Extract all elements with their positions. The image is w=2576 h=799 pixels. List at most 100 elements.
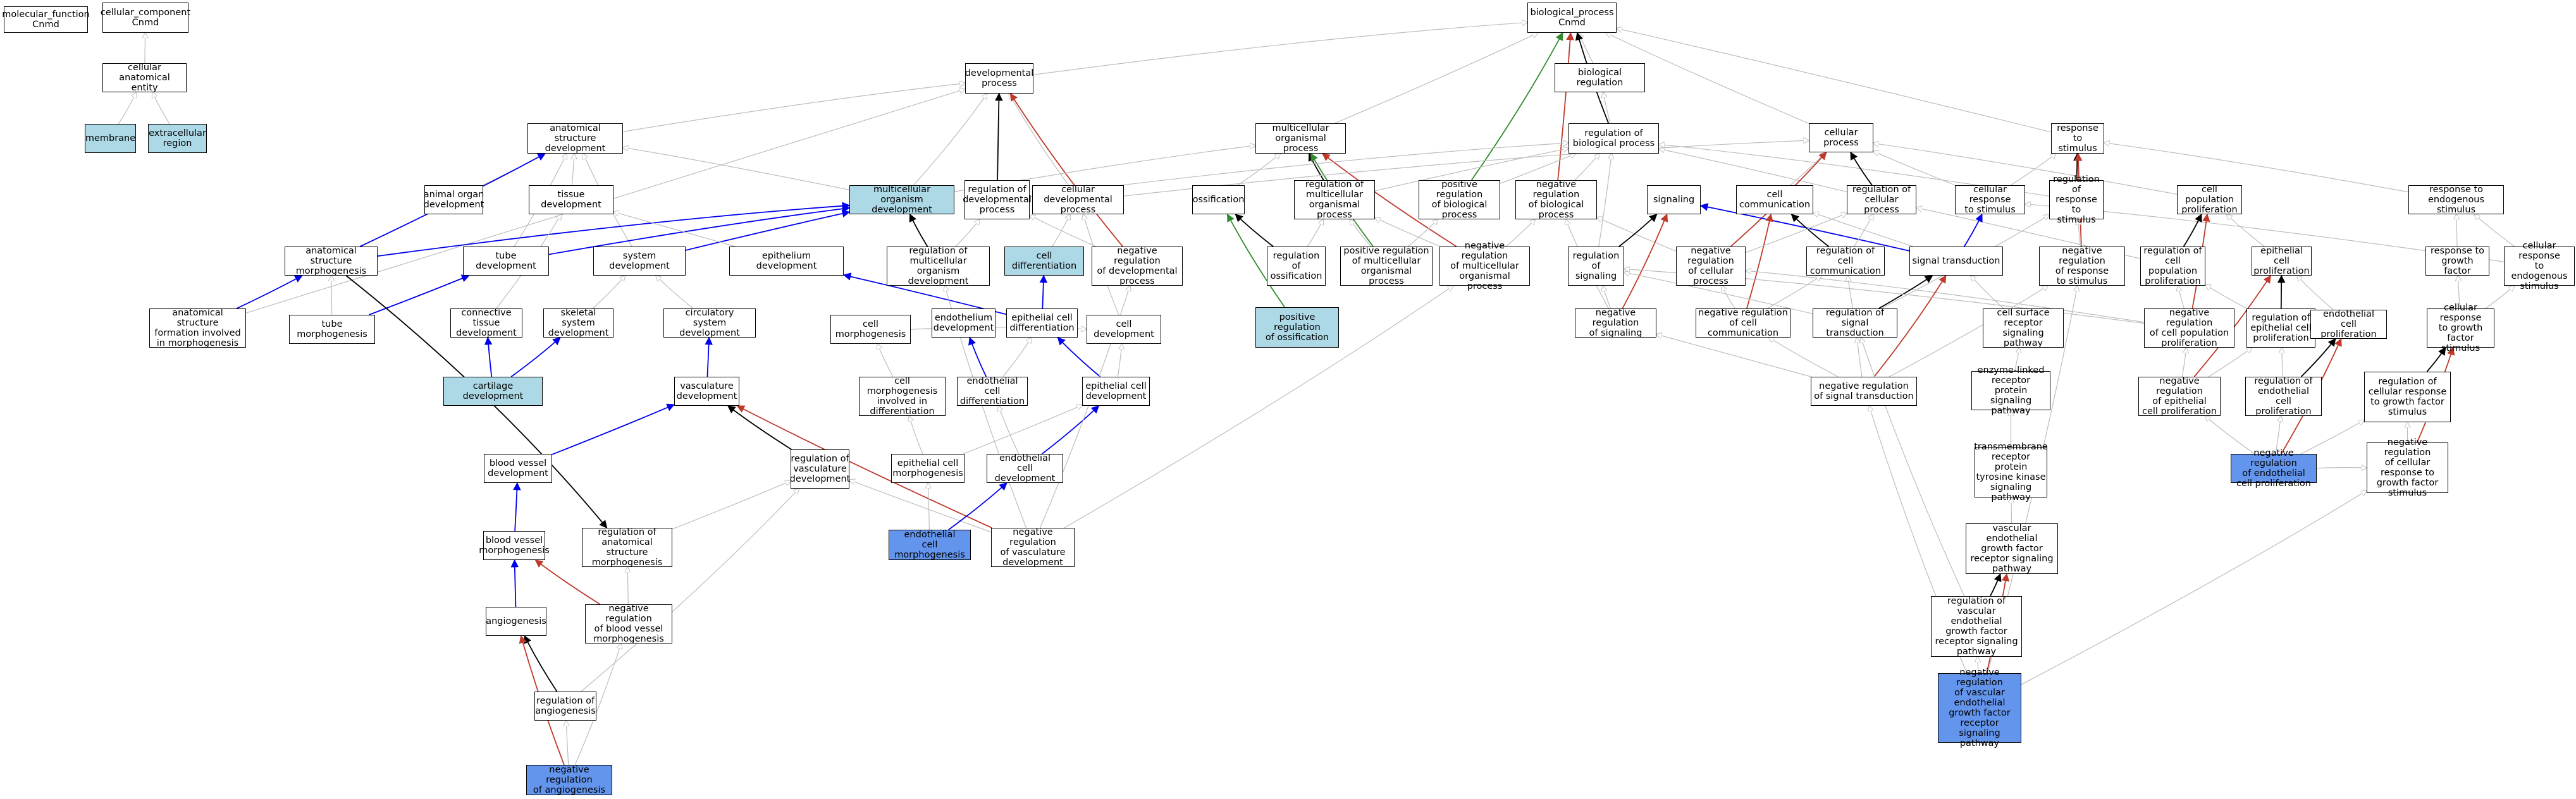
term-node-negregcpp[interactable]: negative regulation of cell population p… xyxy=(2144,308,2234,348)
edge-occurs-in-tubedev-to-mod xyxy=(548,205,851,255)
term-node-regbp[interactable]: regulation of biological process xyxy=(1568,123,1659,154)
term-node-resp[interactable]: response to stimulus xyxy=(2051,123,2104,154)
term-node-regvascdev[interactable]: regulation of vasculature development xyxy=(790,449,850,489)
term-node-negregst[interactable]: negative regulation of signal transducti… xyxy=(1811,377,1917,406)
term-node-cellresp[interactable]: cellular response to stimulus xyxy=(1955,185,2025,215)
term-node-aod[interactable]: animal organ development xyxy=(424,185,484,214)
term-node-regcc[interactable]: regulation of cell communication xyxy=(1806,246,1885,276)
term-node-celldevproc[interactable]: cellular developmental process xyxy=(1032,185,1124,215)
term-node-regcrgf[interactable]: regulation of cellular response to growt… xyxy=(2364,372,2451,422)
term-node-regvegfr[interactable]: regulation of vascular endothelial growt… xyxy=(1931,596,2022,657)
term-node-circdev[interactable]: circulatory system development xyxy=(663,308,756,338)
term-node-devproc[interactable]: developmental process xyxy=(965,63,1033,94)
term-node-endodev[interactable]: endothelium development xyxy=(932,308,995,338)
term-node-cellmorph[interactable]: cell morphogenesis xyxy=(830,315,911,344)
term-node-negregendocp[interactable]: negative regulation of endothelial cell … xyxy=(2231,448,2317,489)
term-node-negregecp[interactable]: negative regulation of epithelial cell p… xyxy=(2138,376,2221,417)
term-node-negregvegfr[interactable]: negative regulation of vascular endothel… xyxy=(1938,668,2021,748)
term-node-regmop[interactable]: regulation of multicellular organismal p… xyxy=(1294,180,1375,220)
term-node-regmod[interactable]: regulation of multicellular organism dev… xyxy=(887,246,990,286)
term-node-signaling[interactable]: signaling xyxy=(1647,185,1701,214)
term-node-negregvascdev[interactable]: negative regulation of vasculature devel… xyxy=(991,527,1075,568)
term-node-negregbvm[interactable]: negative regulation of blood vessel morp… xyxy=(585,604,672,644)
term-node-mod[interactable]: multicellular organism development xyxy=(849,185,954,215)
term-node-cellpop[interactable]: cell population proliferation xyxy=(2177,185,2242,215)
term-node-negregresp[interactable]: negative regulation of response to stimu… xyxy=(2039,246,2125,286)
term-node-regossif[interactable]: regulation of ossification xyxy=(1267,247,1326,286)
term-node-regdev[interactable]: regulation of developmental process xyxy=(963,180,1032,219)
term-node-mf[interactable]: molecular_function Cnmd xyxy=(2,6,90,33)
term-node-endocellprol[interactable]: endothelial cell proliferation xyxy=(2310,309,2387,339)
term-node-angio[interactable]: angiogenesis xyxy=(486,607,546,636)
edge-is-a-regcc-to-regcellproc xyxy=(1854,214,1873,247)
term-node-tubedev[interactable]: tube development xyxy=(463,247,549,276)
edge-is-a-devproc-to-bp xyxy=(1033,22,1527,75)
term-node-asfim[interactable]: anatomical structure formation involved … xyxy=(149,308,246,348)
term-node-cellrespgf[interactable]: cellular response to growth factor stimu… xyxy=(2427,303,2494,353)
term-node-cartdev[interactable]: cartilage development xyxy=(443,377,543,406)
term-node-posregmop[interactable]: positive regulation of multicellular org… xyxy=(1340,246,1433,286)
term-node-negregbp[interactable]: negative regulation of biological proces… xyxy=(1515,180,1597,220)
term-node-regasm[interactable]: regulation of anatomical structure morph… xyxy=(582,527,672,568)
term-node-bvd[interactable]: blood vessel development xyxy=(484,454,552,483)
term-node-regresp[interactable]: regulation of response to stimulus xyxy=(2049,174,2104,225)
edge-occurs-in-cartdev-to-skeldev xyxy=(510,337,561,377)
term-node-ctd[interactable]: connective tissue development xyxy=(450,308,522,338)
term-node-regendocp[interactable]: regulation of endothelial cell prolifera… xyxy=(2245,376,2322,417)
term-node-epicellprol[interactable]: epithelial cell proliferation xyxy=(2252,246,2312,276)
term-node-elrpsp[interactable]: enzyme-linked receptor protein signaling… xyxy=(1971,365,2050,416)
term-node-asd[interactable]: anatomical structure development xyxy=(527,123,623,154)
term-node-celldiff[interactable]: cell differentiation xyxy=(1004,247,1084,276)
term-node-epicelldev[interactable]: epithelial cell development xyxy=(1082,377,1150,406)
term-node-vascdev[interactable]: vasculature development xyxy=(674,377,739,406)
term-node-regst[interactable]: regulation of signal transduction xyxy=(1813,308,1897,338)
term-node-cellproc[interactable]: cellular process xyxy=(1809,123,1873,152)
term-node-epidev[interactable]: epithelium development xyxy=(729,247,844,276)
term-node-regecp[interactable]: regulation of epithelial cell proliferat… xyxy=(2246,308,2315,348)
term-node-celldev[interactable]: cell development xyxy=(1087,315,1161,344)
term-node-endocelldiff[interactable]: endothelial cell differentiation xyxy=(957,376,1028,406)
term-node-tmrptk[interactable]: transmembrane receptor protein tyrosine … xyxy=(1974,442,2048,503)
term-node-sysdev[interactable]: system development xyxy=(593,247,686,276)
term-node-negregcrgf[interactable]: negative regulation of cellular response… xyxy=(2367,437,2448,498)
term-node-negregangio[interactable]: negative regulation of angiogenesis xyxy=(526,765,612,795)
term-node-multi[interactable]: multicellular organismal process xyxy=(1255,123,1346,154)
term-node-tissuedev[interactable]: tissue development xyxy=(529,185,613,214)
term-node-regcpp[interactable]: regulation of cell population proliferat… xyxy=(2140,246,2205,286)
edge-is-a-resp-to-bp xyxy=(1617,28,2052,133)
term-node-regangio[interactable]: regulation of angiogenesis xyxy=(534,692,596,721)
term-node-skeldev[interactable]: skeletal system development xyxy=(543,308,613,338)
term-node-cmid[interactable]: cell morphogenesis involved in different… xyxy=(859,376,946,417)
term-node-epicellmorph[interactable]: epithelial cell morphogenesis xyxy=(891,454,964,483)
term-node-cellcomm[interactable]: cell communication xyxy=(1736,185,1813,214)
term-node-endocelldev[interactable]: endothelial cell development xyxy=(987,453,1063,484)
term-node-ossif[interactable]: ossification xyxy=(1192,185,1245,214)
term-node-negregsig[interactable]: negative regulation of signaling xyxy=(1575,308,1656,338)
term-node-respendo[interactable]: response to endogenous stimulus xyxy=(2408,185,2504,215)
term-node-sigtrans[interactable]: signal transduction xyxy=(1909,247,2003,276)
term-node-respgf[interactable]: response to growth factor xyxy=(2425,246,2489,276)
term-node-negregcp[interactable]: negative regulation of cellular process xyxy=(1676,246,1746,286)
term-node-asm[interactable]: anatomical structure morphogenesis xyxy=(285,246,378,276)
term-node-membrane[interactable]: membrane xyxy=(85,124,136,153)
term-node-extracell[interactable]: extracellular region xyxy=(148,124,207,153)
edge-is-a-celldiff-to-celldevproc xyxy=(1052,214,1070,247)
term-node-posregossif[interactable]: positive regulation of ossification xyxy=(1255,307,1339,348)
term-node-tubemorph[interactable]: tube morphogenesis xyxy=(289,315,375,344)
term-node-vegfr[interactable]: vascular endothelial growth factor recep… xyxy=(1966,523,2058,574)
term-node-negregmop[interactable]: negative regulation of multicellular org… xyxy=(1439,241,1530,291)
term-node-negregcc[interactable]: negative regulation of cell communicatio… xyxy=(1696,308,1790,338)
term-node-bp[interactable]: biological_process Cnmd xyxy=(1527,3,1617,33)
term-node-cae[interactable]: cellular anatomical entity xyxy=(102,63,187,93)
term-node-negregdev[interactable]: negative regulation of developmental pro… xyxy=(1092,246,1183,286)
term-node-biolreg[interactable]: biological regulation xyxy=(1555,63,1645,92)
term-node-regcellproc[interactable]: regulation of cellular process xyxy=(1847,185,1916,215)
term-node-csrsp[interactable]: cell surface receptor signaling pathway xyxy=(1983,308,2064,348)
term-node-bvm[interactable]: blood vessel morphogenesis xyxy=(479,531,550,560)
term-node-endocellmorph[interactable]: endothelial cell morphogenesis xyxy=(889,530,971,560)
term-node-regsig[interactable]: regulation of signaling xyxy=(1568,247,1624,286)
term-node-cc[interactable]: cellular_component Cnmd xyxy=(101,3,190,33)
term-node-epicelldiff[interactable]: epithelial cell differentiation xyxy=(1006,308,1078,338)
term-node-posregbp[interactable]: positive regulation of biological proces… xyxy=(1419,180,1500,220)
term-node-cellrespendo[interactable]: cellular response to endogenous stimulus xyxy=(2504,241,2575,291)
